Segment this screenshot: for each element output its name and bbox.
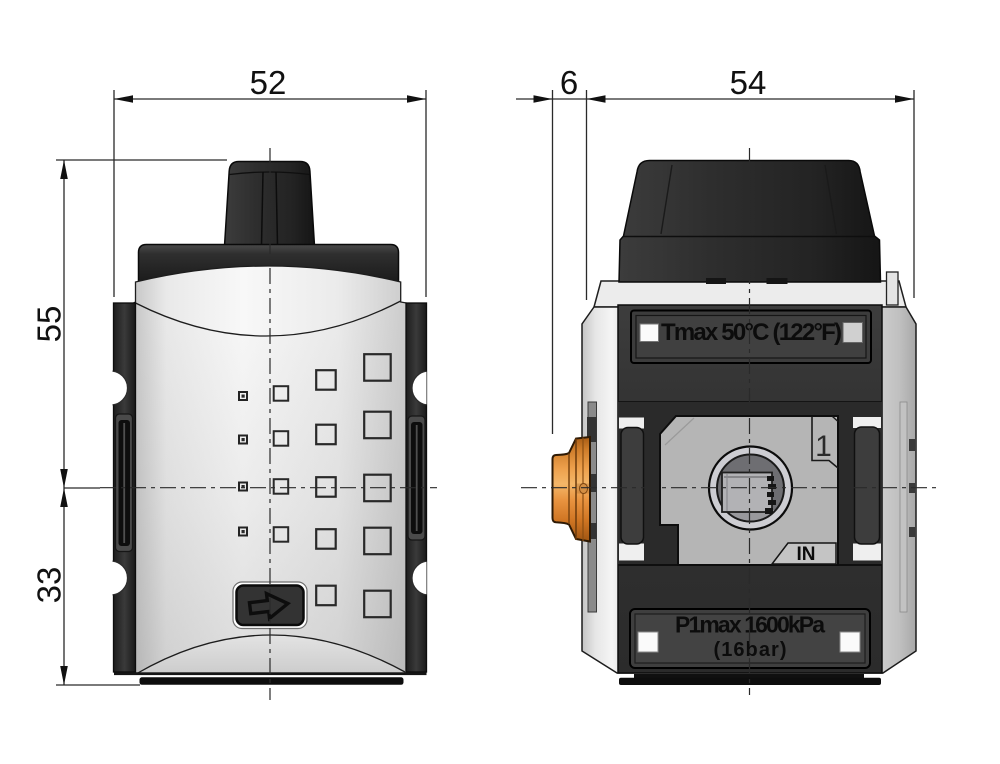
svg-text:54: 54 — [730, 64, 767, 101]
svg-text:52: 52 — [250, 64, 287, 101]
svg-text:6: 6 — [560, 64, 578, 101]
svg-text:P1max 1600kPa: P1max 1600kPa — [675, 612, 825, 638]
svg-text:Tmax 50°C (122°F): Tmax 50°C (122°F) — [661, 319, 842, 346]
svg-text:IN: IN — [797, 544, 816, 565]
svg-text:1: 1 — [815, 430, 832, 463]
svg-text:55: 55 — [31, 306, 68, 343]
svg-text:33: 33 — [31, 567, 68, 604]
